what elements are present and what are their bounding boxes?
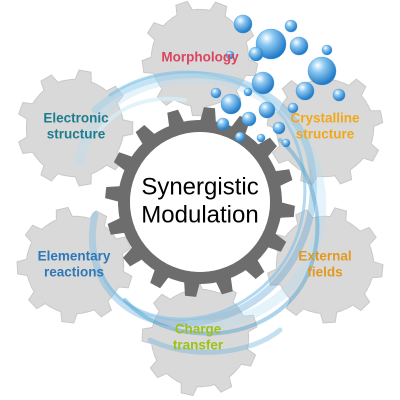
gear-elementary-reactions [16,206,133,324]
outer-gears-group [16,0,384,397]
label-crystalline-structure-line1: Crystalline [290,111,360,126]
bubble [234,131,246,143]
center-title-line2: Modulation [141,201,258,228]
bubble [307,56,337,86]
label-morphology-line1: Morphology [161,50,239,65]
label-elementary-reactions-line1: Elementary [38,249,111,264]
bubble [220,93,242,115]
bubbles-group [210,14,346,148]
label-charge-transfer-line2: transfer [173,338,224,353]
bubble [321,44,333,56]
bubble [287,102,299,114]
bubble [210,87,222,99]
bubble [225,50,235,60]
label-elementary-reactions-line2: reactions [44,265,104,280]
center-gear [105,107,295,297]
bubble [216,117,230,131]
bubble [272,121,286,135]
bubble [256,133,266,143]
bubble [255,28,287,60]
labels-group: MorphologyCrystallinestructureExternalfi… [38,50,360,353]
bubble [251,71,275,95]
water-swirl [75,70,327,355]
bubble [295,81,315,101]
bubble [233,14,253,34]
label-electronic-structure-line1: Electronic [43,111,109,126]
label-crystalline-structure-line2: structure [296,127,355,142]
bubble [258,101,276,119]
label-external-fields-line2: fields [307,265,342,280]
bubble [332,88,346,102]
center-gear-hub [130,132,270,272]
bubble [241,111,257,127]
label-charge-transfer-line1: Charge [175,322,222,337]
label-electronic-structure-line2: structure [47,127,106,142]
center-title-line1: Synergistic [141,173,258,200]
bubble [284,19,298,33]
bubble [248,46,264,62]
bubble [289,36,309,56]
label-external-fields-line1: External [298,249,351,264]
bubble [281,138,291,148]
bubble [243,87,253,97]
